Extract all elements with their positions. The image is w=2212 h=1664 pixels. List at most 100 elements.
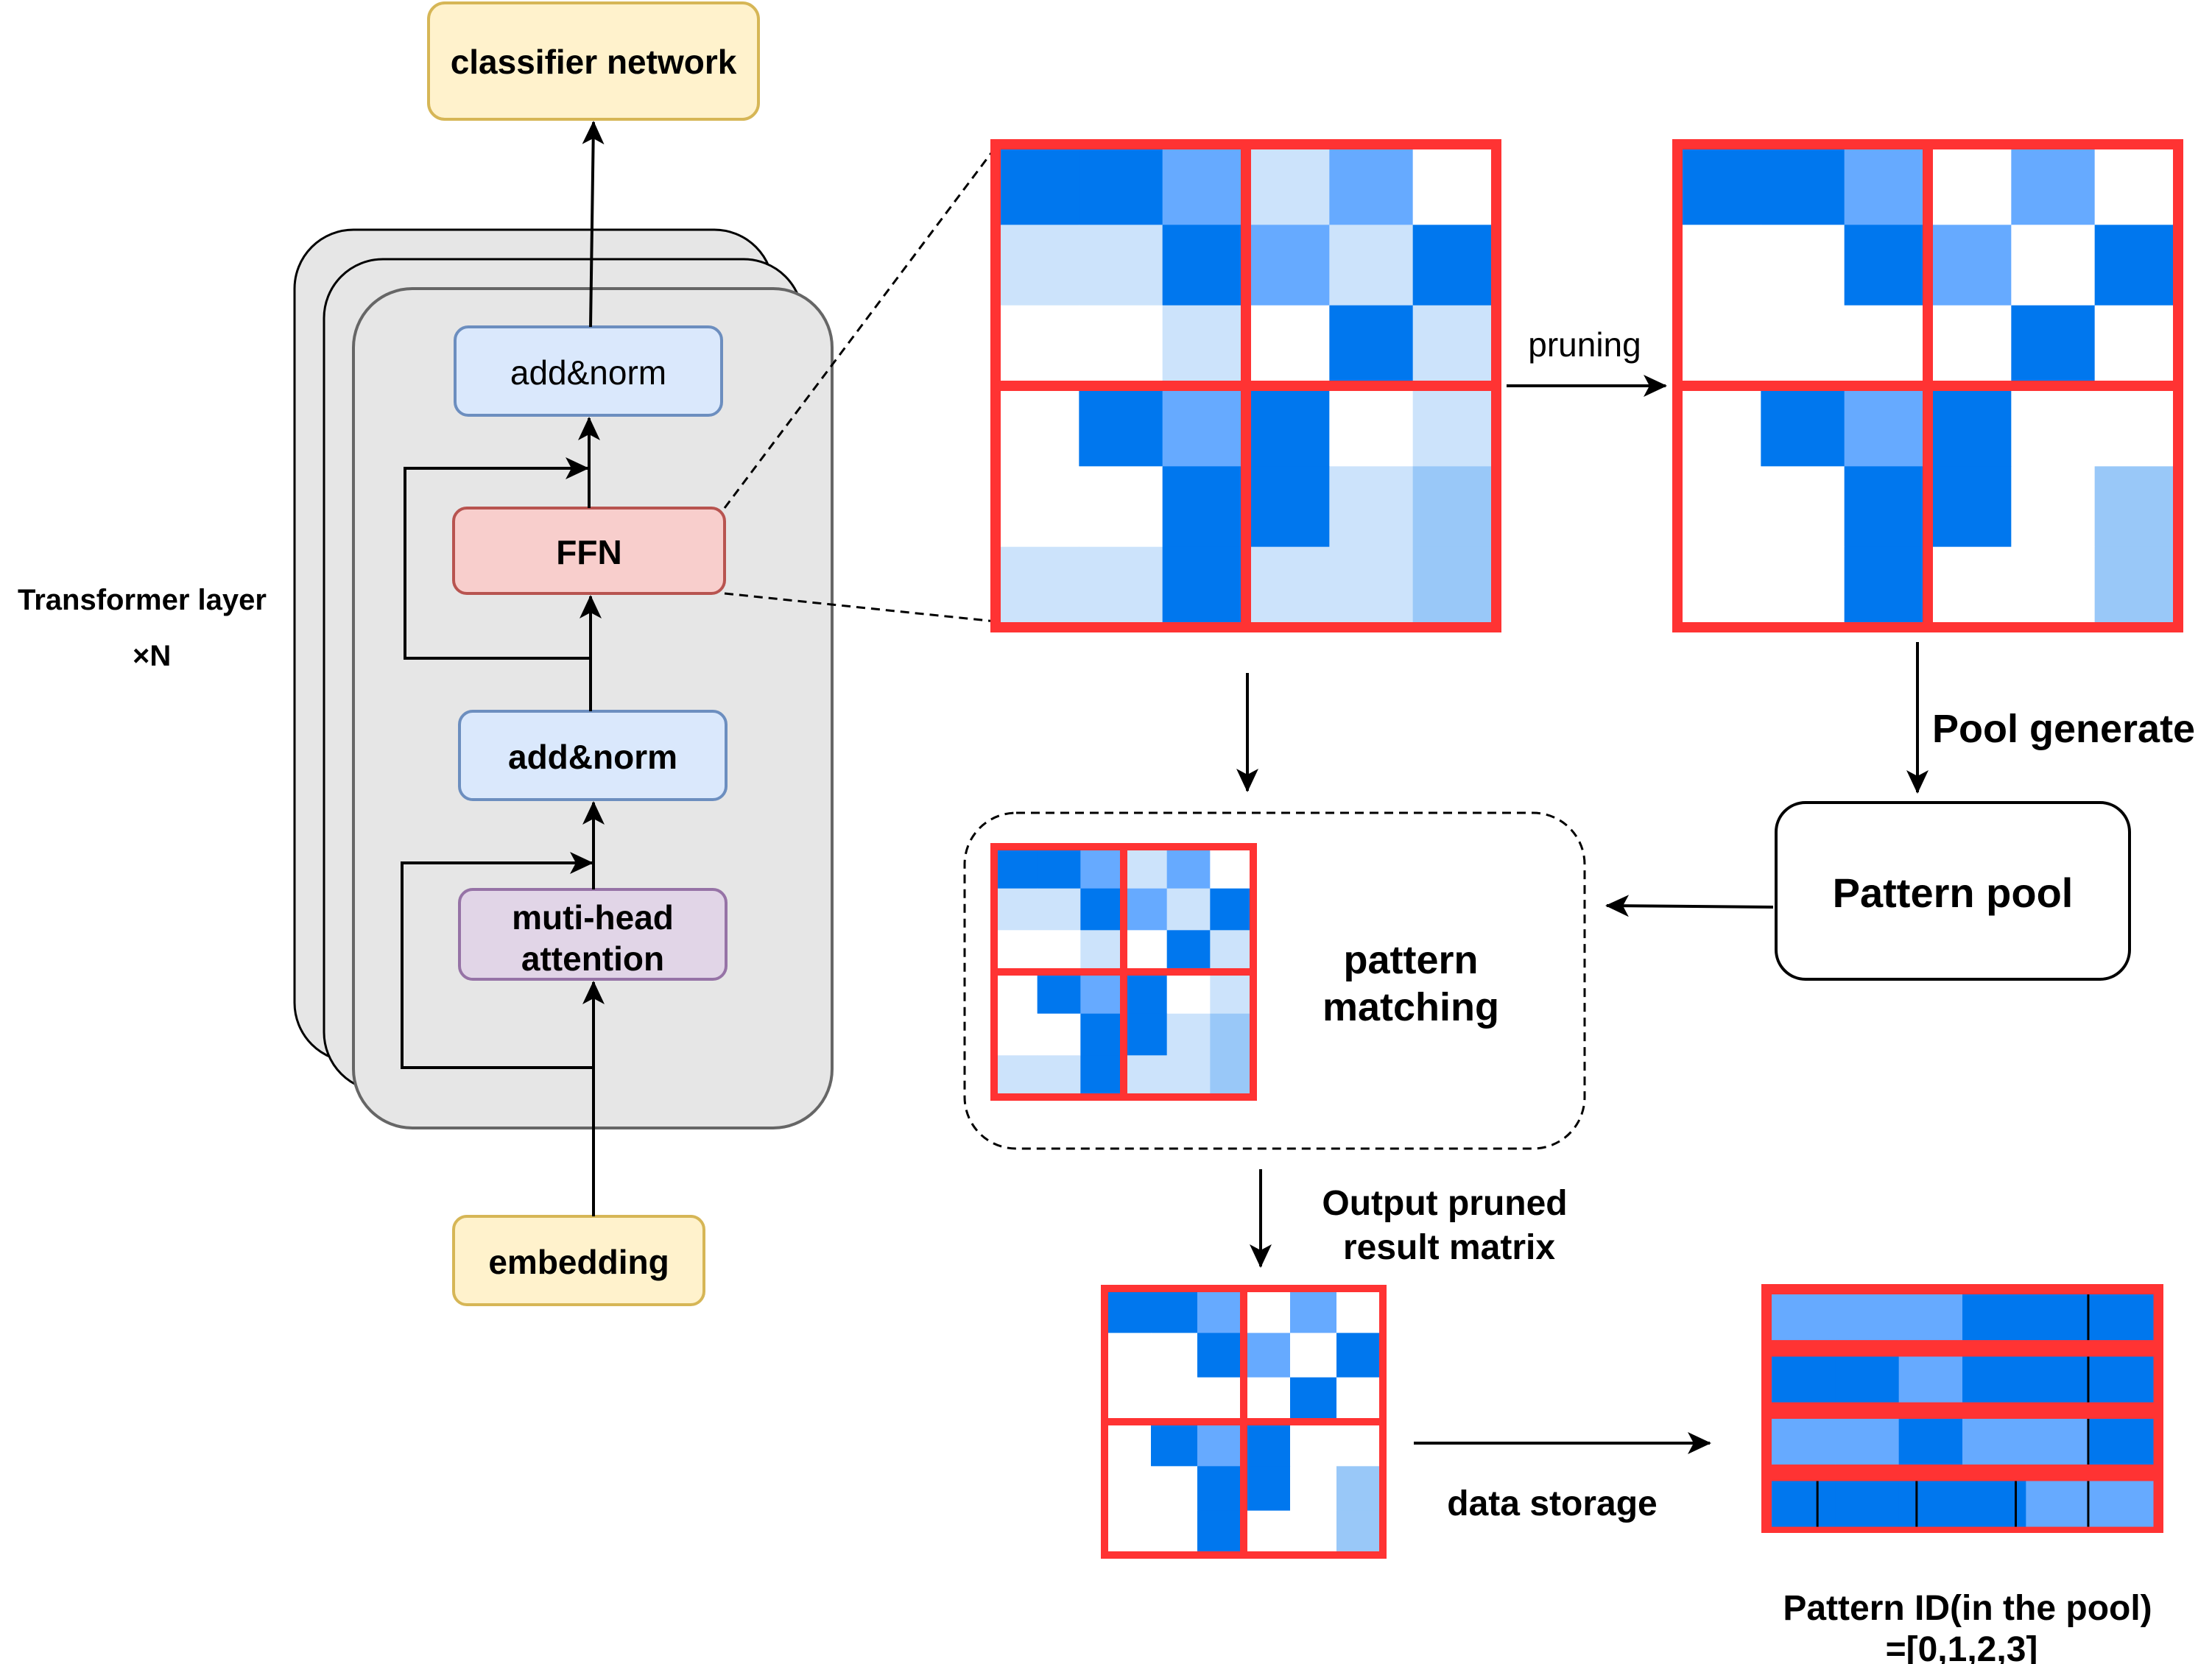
matched-pattern-matrix [990,843,1257,1101]
matrix-cell [1336,1333,1384,1378]
matrix-cell [994,1013,1038,1056]
matrix-cell [1329,466,1414,548]
matrix-cell [1151,1510,1198,1556]
matrix-cell [1079,386,1163,467]
matrix-cell [1246,466,1330,548]
matrix-cell [1329,546,1414,628]
matrix-cell [1166,1055,1211,1098]
matrix-cell [2011,305,2096,387]
matrix-cell [1844,546,1929,628]
matrix-cell [1079,546,1163,628]
matrix-cell [1336,1288,1384,1333]
zoom-lines [723,147,997,623]
matrix-cell [1677,225,1761,306]
matrix-cell [1761,546,1845,628]
pruning-label: pruning [1528,325,1641,364]
add-norm-top-box [454,325,723,417]
matrix-cell [1197,1377,1244,1422]
storage-cell [1772,1481,1836,1527]
matrix-cell [1329,305,1414,387]
pattern-id-label-2: =[0,1,2,3] [1886,1630,2038,1664]
matrix-cell [1080,972,1124,1015]
matrix-cell [1244,1422,1291,1467]
matrix-cell [1412,225,1497,306]
matrix-cell [1162,144,1247,225]
matrix-cell [1244,1466,1291,1512]
pattern-matching-label-1: pattern [1343,938,1478,982]
matrix-cell [1412,144,1497,225]
matrix-cell [2094,305,2179,387]
matrix-cell [1124,930,1168,973]
matrix-cell [996,466,1079,548]
matrix-cell [1412,466,1497,548]
storage-cell [1962,1294,2026,1341]
matrix-cell [1124,847,1168,889]
pruned-weight-matrix [1672,139,2183,632]
matrix-cell [1244,1288,1291,1333]
matrix-cell [1928,546,2012,628]
pool-to-matching-arrow [1605,895,1774,917]
matrix-cell [1162,386,1247,467]
matrix-cell [1210,1055,1254,1098]
matrix-cell [1329,225,1414,306]
matrix-cell [2011,386,2096,467]
matrix-cell [1844,386,1929,467]
matrix-cell [1329,386,1414,467]
matrix-cell [1037,930,1081,973]
matrix-cell [1290,1422,1337,1467]
matrix-cell [1329,144,1414,225]
matrix-cell [1197,1422,1244,1467]
matrix-cell [1151,1288,1198,1333]
matrix-cell [1412,546,1497,628]
matrix-cell [1210,888,1254,931]
add-norm-top-label: add&norm [510,353,666,392]
matrix-cell [1124,972,1168,1015]
matrix-cell [1166,888,1211,931]
matrix-cell [1246,305,1330,387]
matrix-cell [1080,847,1124,889]
matrix-cell [1844,305,1929,387]
matrix-cell [1162,305,1247,387]
matrix-cell [1210,930,1254,973]
matrix-cell [1166,930,1211,973]
matrix-cell [1105,1377,1152,1422]
storage-cell [2089,1419,2154,1465]
pattern-id-storage [1761,1284,2163,1533]
matrix-cell [1246,225,1330,306]
original-weight-matrix [990,139,1501,632]
matrix-cell [1105,1466,1152,1512]
matrix-cell [1080,930,1124,973]
matrix-cell [1037,1055,1081,1098]
matrix-cell [1336,1422,1384,1467]
matrix-cell [1197,1510,1244,1556]
storage-cell [2089,1481,2154,1527]
matrix-cell [1166,1013,1211,1056]
matrix-cell [1244,1377,1291,1422]
matrix-cell [2094,225,2179,306]
matrix-cell [2094,386,2179,467]
storage-cell [1772,1294,1836,1341]
matrix-cell [996,386,1079,467]
matrix-cell [994,847,1038,889]
zoom-line-top [723,147,997,509]
matrix-cell [1151,1466,1198,1512]
matrix-cell [1844,225,1929,306]
transformer-layer-label: Transformer layer [18,584,267,616]
storage-cell [2026,1481,2091,1527]
ffn-label: FFN [556,533,621,571]
storage-cell [1772,1419,1836,1465]
storage-cell [2026,1356,2091,1403]
matrix-cell [1336,1510,1384,1556]
matrix-cell [994,888,1038,931]
matrix-cell [1105,1333,1152,1378]
matrix-cell [1166,847,1211,889]
matrix-cell [1124,1013,1168,1056]
matrix-cell [1290,1377,1337,1422]
output-label-1: Output pruned [1322,1184,1567,1223]
matrix-cell [1246,546,1330,628]
add-norm-bottom-label: add&norm [508,738,677,776]
matrix-cell [1197,1333,1244,1378]
embedding-label: embedding [488,1243,669,1281]
matrix-cell [1210,847,1254,889]
